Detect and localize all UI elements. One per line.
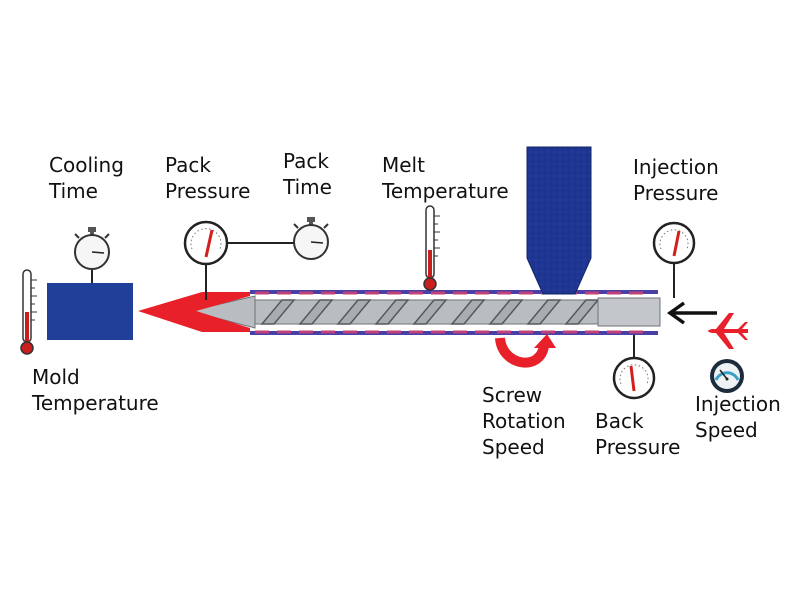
screw-flights (260, 299, 600, 325)
hopper (526, 146, 592, 295)
stopwatch-icon (293, 217, 329, 260)
thermometer-icon (423, 205, 440, 291)
curved-arrow-icon (495, 334, 556, 368)
thermometer-icon (20, 269, 37, 355)
mold-block (47, 283, 133, 340)
speedometer-icon (710, 359, 744, 393)
left-arrow-icon (666, 301, 717, 325)
pressure-gauge-icon (183, 220, 229, 266)
melt-front (138, 292, 250, 332)
airplane-icon (708, 313, 748, 349)
pressure-gauge-icon (652, 221, 696, 265)
stopwatch-icon (74, 227, 110, 283)
screw (189, 295, 661, 329)
pressure-gauge-icon (612, 356, 656, 400)
